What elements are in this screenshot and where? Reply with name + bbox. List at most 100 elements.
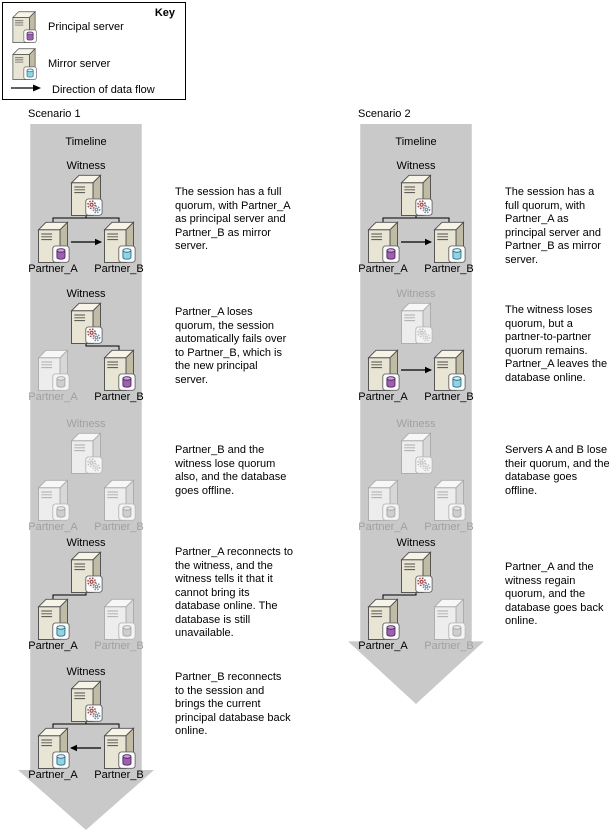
- stage-description: Partner_A loses quorum, the session auto…: [175, 306, 287, 386]
- partner-a-label: Partner_A: [28, 391, 78, 403]
- server-icon: [432, 348, 466, 391]
- witness-partner-b-link: [85, 342, 120, 350]
- partner-a-label: Partner_A: [358, 521, 408, 533]
- partner-b-server: Partner_B: [422, 348, 476, 404]
- server-icon: [432, 478, 466, 521]
- mirroring-stage: Witness Partner_A Partner_B: [356, 537, 476, 655]
- witness-partner-a-link: [382, 591, 417, 599]
- server-icon: [36, 597, 70, 640]
- partner-a-server: Partner_A: [26, 597, 80, 653]
- server-icon: [69, 301, 103, 344]
- witness-label: Witness: [396, 537, 436, 549]
- server-icon: [36, 726, 70, 769]
- server-icon: [69, 173, 103, 216]
- witness-server: Witness: [26, 537, 146, 593]
- key-principal-row: Principal server: [11, 10, 181, 43]
- stage-connections: [52, 214, 120, 246]
- witness-label: Witness: [66, 288, 106, 300]
- database-icon: [52, 245, 70, 263]
- stage-connections: [382, 214, 450, 246]
- partner-a-label: Partner_A: [358, 391, 408, 403]
- witness-label: Witness: [66, 666, 106, 678]
- mirroring-stage: Witness Partner_A Partner_B: [356, 160, 476, 278]
- partner-b-label: Partner_B: [94, 769, 144, 781]
- gears-icon: [415, 198, 433, 216]
- witness-partner-b-link: [85, 720, 120, 728]
- data-flow-arrow-icon: [11, 83, 41, 96]
- server-icon: [366, 220, 400, 263]
- server-icon: [102, 597, 136, 640]
- witness-partner-b-link: [415, 214, 450, 222]
- database-icon: [382, 245, 400, 263]
- partner-b-label: Partner_B: [424, 263, 474, 275]
- server-icon: [36, 220, 70, 263]
- witness-partner-b-link: [85, 214, 120, 222]
- database-icon: [382, 373, 400, 391]
- server-icon: [432, 597, 466, 640]
- witness-server: Witness: [356, 537, 476, 593]
- witness-label: Witness: [396, 418, 436, 430]
- partner-a-label: Partner_A: [28, 263, 78, 275]
- key-mirror-label: Mirror server: [48, 57, 111, 70]
- witness-server: Witness: [356, 418, 476, 474]
- scenario-1-label: Scenario 1: [28, 108, 81, 120]
- stage-connections: [52, 591, 87, 599]
- data-flow-arrow: [71, 238, 102, 246]
- gears-icon: [85, 326, 103, 344]
- database-icon: [23, 29, 37, 43]
- timeline-label: Timeline: [395, 136, 437, 148]
- partner-b-server: Partner_B: [422, 220, 476, 276]
- gears-icon: [85, 456, 103, 474]
- server-icon: [102, 726, 136, 769]
- server-icon: [366, 478, 400, 521]
- witness-label: Witness: [396, 288, 436, 300]
- server-icon: [399, 173, 433, 216]
- partner-b-label: Partner_B: [94, 263, 144, 275]
- mirroring-stage: Witness Partner_A Partner_B: [356, 418, 476, 536]
- key-flow-row: Direction of data flow: [11, 83, 181, 96]
- witness-label: Witness: [66, 160, 106, 172]
- gears-icon: [85, 198, 103, 216]
- partner-a-server: Partner_A: [26, 220, 80, 276]
- server-icon: [102, 478, 136, 521]
- database-icon: [118, 622, 136, 640]
- partner-a-label: Partner_A: [28, 769, 78, 781]
- partner-a-label: Partner_A: [358, 640, 408, 652]
- partner-a-label: Partner_A: [358, 263, 408, 275]
- database-icon: [448, 503, 466, 521]
- server-icon: [366, 597, 400, 640]
- database-icon: [382, 503, 400, 521]
- witness-server: Witness: [26, 666, 146, 722]
- partner-b-label: Partner_B: [94, 391, 144, 403]
- gears-icon: [85, 575, 103, 593]
- partner-a-server: Partner_A: [356, 348, 410, 404]
- gears-icon: [85, 704, 103, 722]
- data-flow-arrow: [70, 744, 101, 752]
- database-icon: [52, 373, 70, 391]
- database-icon: [52, 503, 70, 521]
- witness-server: Witness: [356, 288, 476, 344]
- partner-b-label: Partner_B: [94, 640, 144, 652]
- partner-a-server: Partner_A: [26, 726, 80, 782]
- witness-server: Witness: [356, 160, 476, 216]
- partner-b-server: Partner_B: [92, 597, 146, 653]
- gears-icon: [415, 575, 433, 593]
- server-icon: [102, 220, 136, 263]
- partner-a-server: Partner_A: [356, 478, 410, 534]
- database-icon: [118, 245, 136, 263]
- partner-b-label: Partner_B: [424, 391, 474, 403]
- database-icon: [118, 503, 136, 521]
- partner-b-server: Partner_B: [422, 478, 476, 534]
- mirroring-stage: Witness Partner_A Partner_B: [26, 418, 146, 536]
- partner-a-label: Partner_A: [28, 640, 78, 652]
- witness-server: Witness: [26, 418, 146, 474]
- server-icon: [366, 348, 400, 391]
- partner-a-label: Partner_A: [28, 521, 78, 533]
- mirroring-stage: Witness Partner_A Partner_B: [356, 288, 476, 406]
- server-icon: [36, 478, 70, 521]
- server-icon: [432, 220, 466, 263]
- witness-server: Witness: [26, 160, 146, 216]
- server-icon: [399, 550, 433, 593]
- data-flow-arrow: [401, 238, 432, 246]
- partner-b-server: Partner_B: [92, 478, 146, 534]
